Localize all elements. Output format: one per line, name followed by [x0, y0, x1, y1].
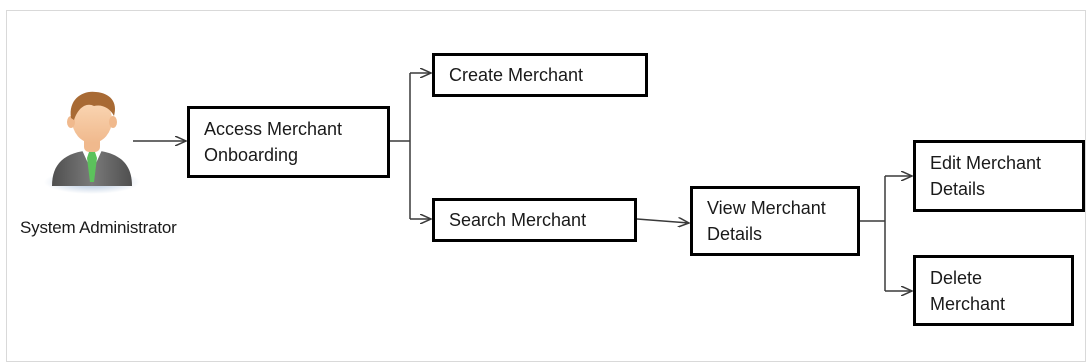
- node-access-merchant-onboarding: Access Merchant Onboarding: [187, 106, 390, 178]
- person-icon: [44, 91, 140, 194]
- node-view-merchant-details: View Merchant Details: [690, 186, 860, 256]
- arrow-search-to-view: [636, 219, 689, 223]
- node-label-line2: Details: [930, 179, 986, 199]
- node-label-line2: Merchant: [930, 293, 1006, 314]
- node-label-line1: Delete: [930, 267, 983, 288]
- actor-label: System Administrator: [20, 218, 177, 237]
- node-search-merchant: Search Merchant: [432, 198, 637, 242]
- node-create-merchant: Create Merchant: [432, 53, 648, 97]
- node-label-line1: Access Merchant: [204, 119, 343, 139]
- node-edit-merchant-details: Edit Merchant Details: [913, 140, 1085, 212]
- node-label-line1: Search Merchant: [449, 210, 587, 230]
- node-label-line2: Details: [707, 224, 763, 244]
- node-label-line1: Create Merchant: [449, 65, 584, 85]
- node-label-line1: Edit Merchant: [930, 153, 1042, 173]
- node-delete-merchant: Delete Merchant: [913, 255, 1074, 326]
- node-label-line1: View Merchant: [707, 198, 826, 218]
- node-label-line2: Onboarding: [204, 145, 299, 165]
